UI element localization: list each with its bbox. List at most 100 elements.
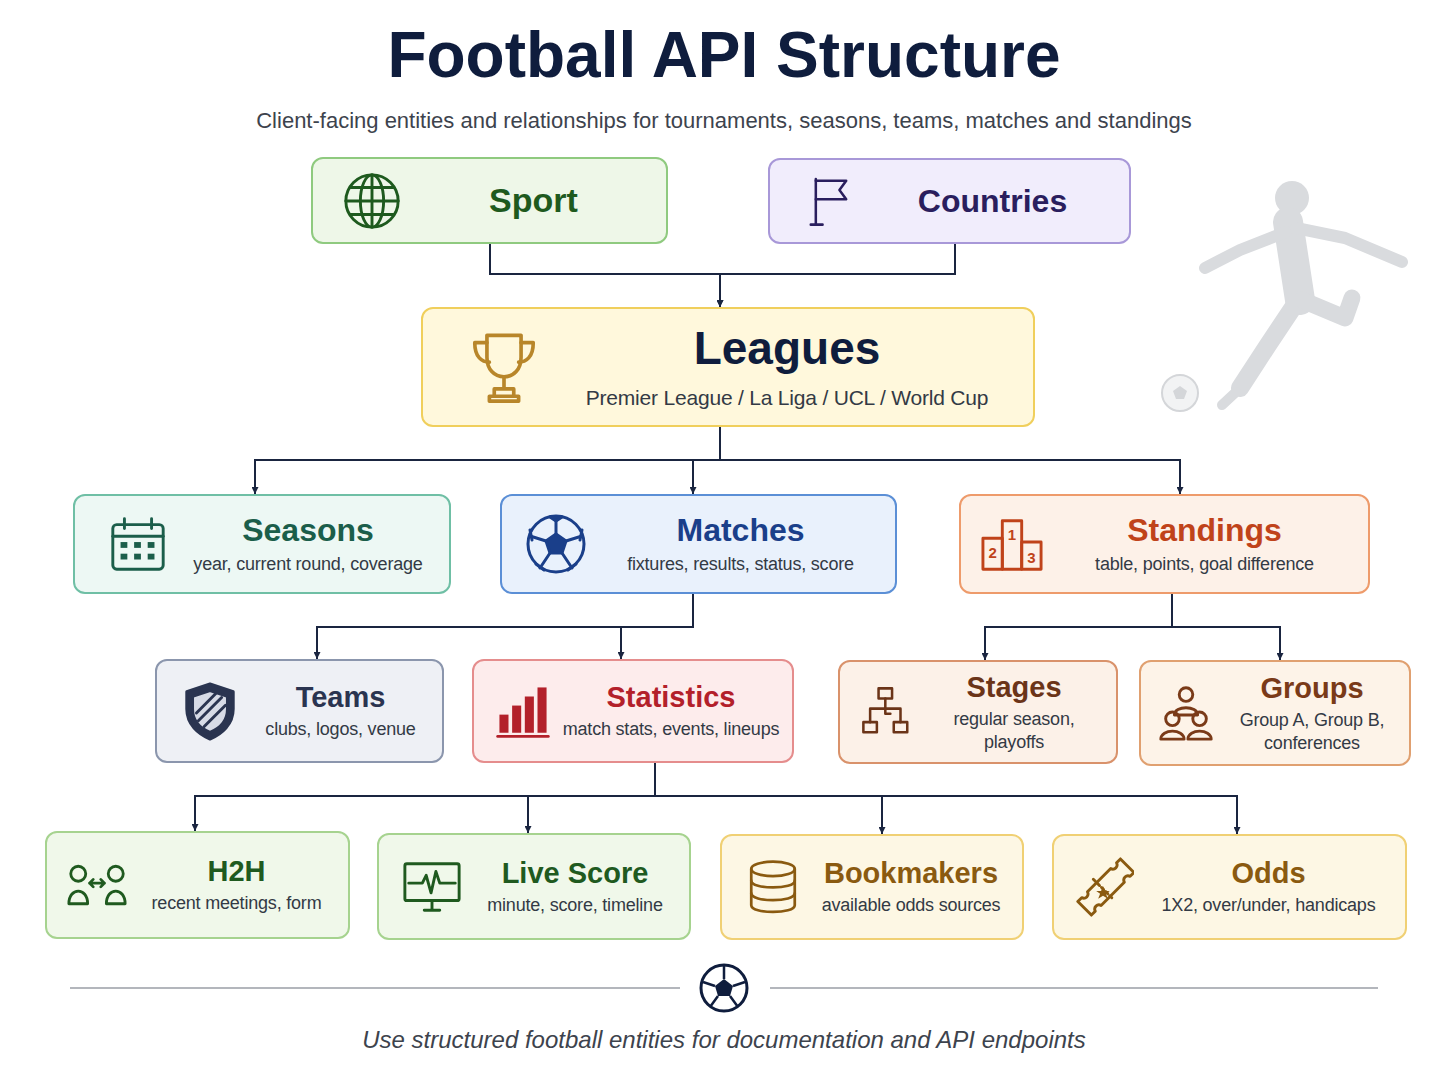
entity-text: Sport (313, 173, 666, 228)
entity-box: 12 3 Standings table, points, goal differen… (959, 494, 1370, 594)
entity-description: clubs, logos, venue (251, 718, 430, 741)
connector-arrow (655, 763, 1237, 834)
h2h-icon (67, 855, 127, 915)
caption: Use structured football entities for doc… (0, 1026, 1448, 1054)
entity-heading: Matches (598, 512, 883, 549)
globe-icon-graphic (341, 170, 403, 232)
calendar-icon (107, 513, 169, 575)
connector-arrow (255, 427, 720, 494)
monitor-icon (401, 856, 463, 918)
people-icon-graphic (1155, 682, 1217, 744)
entity-heading: Odds (1144, 857, 1393, 890)
entity-text: Bookmakers available odds sources (722, 849, 1022, 925)
entity-text: Teams clubs, logos, venue (157, 673, 442, 749)
entity-description: recent meetings, form (137, 892, 336, 915)
entity-text: Seasons year, current round, coverage (75, 504, 449, 583)
entity-description: regular season, playoffs (924, 708, 1104, 753)
entity-text: Statistics match stats, events, lineups (474, 673, 792, 749)
diagram-title: Football API Structure (0, 18, 1448, 92)
entity-box: Odds 1X2, over/under, handicaps (1052, 834, 1407, 940)
connector-arrow (1172, 594, 1280, 660)
flow-icon-graphic (860, 685, 914, 739)
entity-text: Stages regular season, playoffs (840, 663, 1116, 761)
podium-number: 1 (1008, 526, 1016, 543)
entity-box: Live Score minute, score, timeline (377, 833, 691, 940)
footer-rule (770, 987, 1378, 989)
flow-icon (860, 685, 914, 739)
trophy-icon-graphic (465, 328, 543, 406)
connector-arrow (693, 427, 720, 494)
ball-icon (524, 512, 588, 576)
entity-description: table, points, goal difference (1053, 553, 1356, 576)
entity-box: Bookmakers available odds sources (720, 834, 1024, 940)
connector-arrow (720, 427, 1180, 494)
entity-text: Countries (770, 175, 1129, 228)
globe-icon (341, 170, 403, 232)
entity-description: fixtures, results, status, score (598, 553, 883, 576)
shield-icon-graphic (179, 680, 241, 742)
entity-box: Sport (311, 157, 668, 244)
podium-number: 3 (1027, 548, 1035, 565)
entity-text: Matches fixtures, results, status, score (502, 504, 895, 583)
entity-description: match stats, events, lineups (562, 718, 780, 741)
entity-heading: Stages (924, 671, 1104, 704)
entity-heading: Seasons (179, 512, 437, 549)
ticket-icon (1072, 856, 1134, 918)
entity-box: LeaguesPremier League / La Liga / UCL / … (421, 307, 1035, 427)
small-ball (1162, 375, 1198, 411)
entity-heading: Bookmakers (812, 857, 1010, 890)
player-silhouette (1205, 181, 1402, 405)
connector-arrow (621, 594, 693, 659)
entity-heading: Sport (413, 181, 654, 220)
entity-heading: Leagues (553, 322, 1021, 375)
entity-box: GroupsGroup A, Group B, conferences (1139, 660, 1411, 766)
footer-ball (701, 965, 747, 1011)
entity-box: Countries (768, 158, 1131, 244)
entity-text: Live Score minute, score, timeline (379, 849, 689, 925)
entity-text: GroupsGroup A, Group B, conferences (1141, 664, 1409, 762)
entity-heading: Standings (1053, 512, 1356, 549)
connector-arrow (655, 763, 882, 834)
ball-icon-graphic (524, 512, 588, 576)
db-icon (744, 858, 802, 916)
connector-arrow (490, 244, 720, 307)
entity-heading: Live Score (473, 857, 677, 890)
entity-heading: Groups (1227, 672, 1397, 705)
flag-icon (804, 174, 858, 228)
db-icon-graphic (744, 858, 802, 916)
connector-arrow (317, 594, 693, 659)
entity-description: Group A, Group B, conferences (1227, 709, 1397, 754)
bars-icon-graphic (494, 682, 552, 740)
entity-box: Stages regular season, playoffs (838, 660, 1118, 764)
people-icon (1155, 682, 1217, 744)
entity-heading: Teams (251, 681, 430, 714)
podium-number: 2 (988, 543, 996, 560)
entity-text: LeaguesPremier League / La Liga / UCL / … (423, 314, 1033, 419)
h2h-icon-graphic (67, 855, 127, 915)
entity-description: minute, score, timeline (473, 894, 677, 917)
entity-box: Matches fixtures, results, status, score (500, 494, 897, 594)
ticket-icon-graphic (1072, 856, 1134, 918)
entity-heading: Countries (868, 183, 1117, 220)
entity-heading: H2H (137, 855, 336, 888)
entity-box: H2H recent meetings, form (45, 831, 350, 939)
flag-icon-graphic (804, 174, 858, 228)
entity-description: 1X2, over/under, handicaps (1144, 894, 1393, 917)
entity-description: Premier League / La Liga / UCL / World C… (553, 385, 1021, 411)
entity-description: year, current round, coverage (179, 553, 437, 576)
monitor-icon-graphic (401, 856, 463, 918)
entity-box: Seasons year, current round, coverage (73, 494, 451, 594)
entity-box: Teams clubs, logos, venue (155, 659, 444, 763)
trophy-icon (465, 328, 543, 406)
footer-rule (70, 987, 680, 989)
entity-heading: Statistics (562, 681, 780, 714)
connector-arrow (985, 594, 1172, 660)
entity-box: Statistics match stats, events, lineups (472, 659, 794, 763)
calendar-icon-graphic (107, 513, 169, 575)
entity-description: available odds sources (812, 894, 1010, 917)
bars-icon (494, 682, 552, 740)
entity-text: H2H recent meetings, form (47, 847, 348, 923)
podium-icon: 12 3 (981, 513, 1043, 575)
connector-arrow (528, 763, 655, 833)
